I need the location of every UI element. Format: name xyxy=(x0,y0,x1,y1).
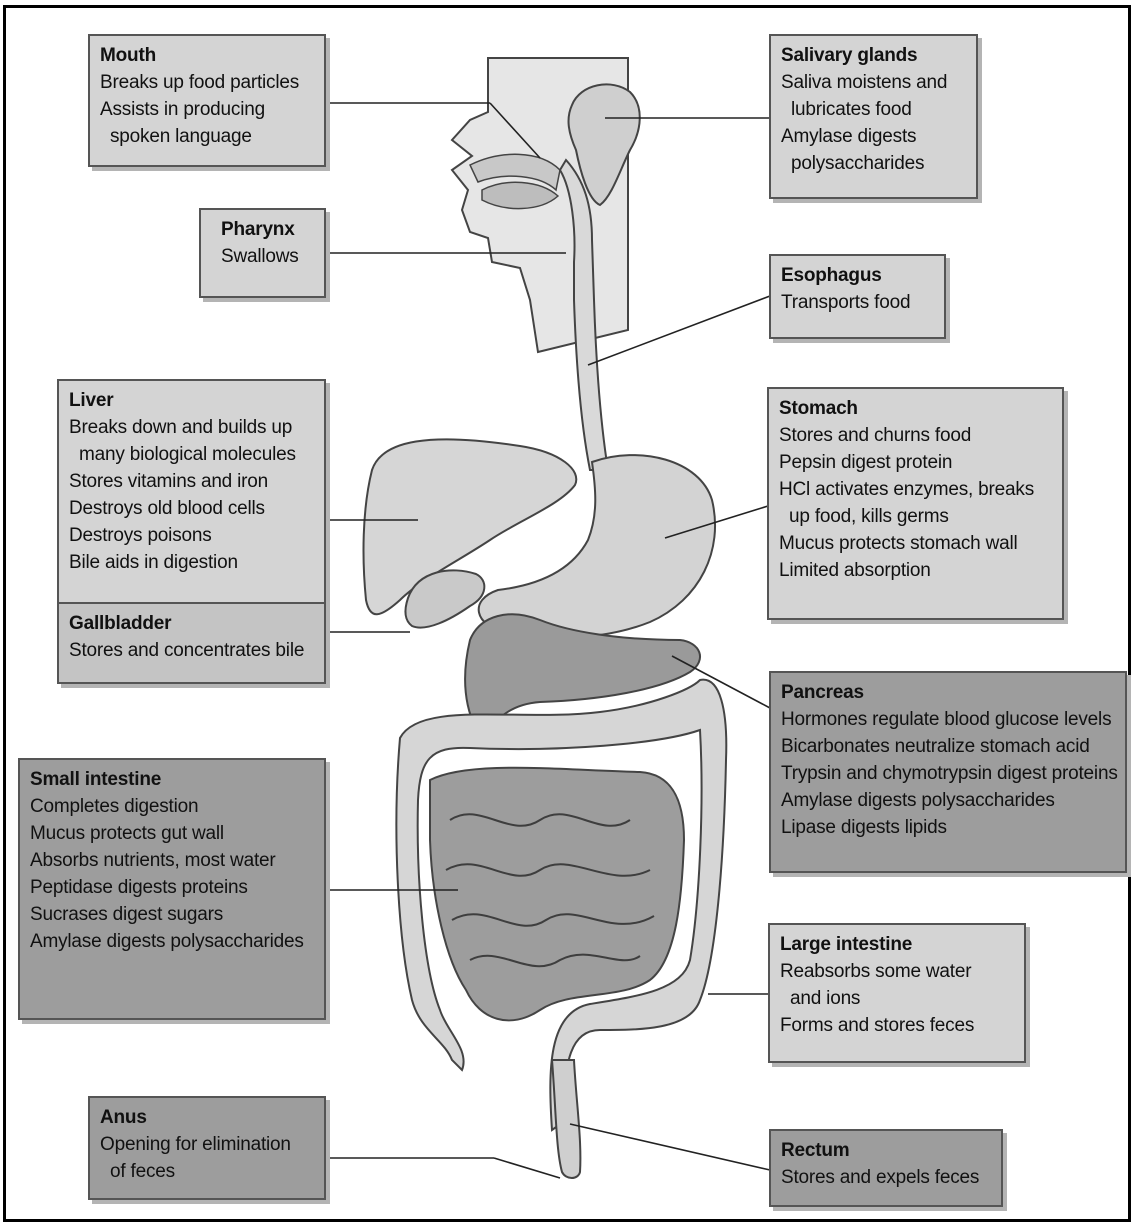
mouth-line: Breaks up food particles xyxy=(100,69,314,96)
rectum-label-box: Rectum Stores and expels feces xyxy=(769,1129,1003,1207)
anus-title: Anus xyxy=(100,1104,314,1131)
anus-line: of feces xyxy=(100,1158,314,1185)
stomach-line: up food, kills germs xyxy=(779,503,1052,530)
large-intestine-line: Reabsorbs some water xyxy=(780,958,1014,985)
liver-line: Bile aids in digestion xyxy=(69,549,314,576)
rectum-title: Rectum xyxy=(781,1137,991,1164)
small-intestine-title: Small intestine xyxy=(30,766,314,793)
salivary-line: Saliva moistens and xyxy=(781,69,966,96)
liver-label-box: Liver Breaks down and builds up many bio… xyxy=(57,379,326,605)
pancreas-line: Lipase digests lipids xyxy=(781,814,1115,841)
stomach-label-box: Stomach Stores and churns food Pepsin di… xyxy=(767,387,1064,620)
small-intestine-line: Completes digestion xyxy=(30,793,314,820)
small-intestine-label-box: Small intestine Completes digestion Mucu… xyxy=(18,758,326,1020)
stomach-title: Stomach xyxy=(779,395,1052,422)
liver-line: Stores vitamins and iron xyxy=(69,468,314,495)
mouth-label-box: Mouth Breaks up food particles Assists i… xyxy=(88,34,326,167)
esophagus-label-box: Esophagus Transports food xyxy=(769,254,946,339)
pancreas-line: Bicarbonates neutralize stomach acid xyxy=(781,733,1115,760)
salivary-line: Amylase digests xyxy=(781,123,966,150)
small-intestine-line: Mucus protects gut wall xyxy=(30,820,314,847)
stomach-line: Pepsin digest protein xyxy=(779,449,1052,476)
pancreas-label-box: Pancreas Hormones regulate blood glucose… xyxy=(769,671,1127,873)
salivary-line: lubricates food xyxy=(781,96,966,123)
rectum-shape xyxy=(552,1060,580,1178)
large-intestine-line: and ions xyxy=(780,985,1014,1012)
esophagus-title: Esophagus xyxy=(781,262,934,289)
salivary-glands-label-box: Salivary glands Saliva moistens and lubr… xyxy=(769,34,978,199)
small-intestine-shape xyxy=(430,768,684,1021)
small-intestine-line: Amylase digests polysaccharides xyxy=(30,928,314,955)
rectum-line: Stores and expels feces xyxy=(781,1164,991,1191)
large-intestine-title: Large intestine xyxy=(780,931,1014,958)
small-intestine-line: Absorbs nutrients, most water xyxy=(30,847,314,874)
stomach-line: Mucus protects stomach wall xyxy=(779,530,1052,557)
esophagus-line: Transports food xyxy=(781,289,934,316)
small-intestine-line: Sucrases digest sugars xyxy=(30,901,314,928)
rectum-leader xyxy=(570,1124,770,1170)
liver-line: Destroys old blood cells xyxy=(69,495,314,522)
large-intestine-label-box: Large intestine Reabsorbs some water and… xyxy=(768,923,1026,1063)
gallbladder-label-box: Gallbladder Stores and concentrates bile xyxy=(57,602,326,684)
anus-line: Opening for elimination xyxy=(100,1131,314,1158)
pancreas-line: Trypsin and chymotrypsin digest proteins xyxy=(781,760,1115,787)
pancreas-line: Hormones regulate blood glucose levels xyxy=(781,706,1115,733)
small-intestine-line: Peptidase digests proteins xyxy=(30,874,314,901)
pancreas-title: Pancreas xyxy=(781,679,1115,706)
mouth-title: Mouth xyxy=(100,42,314,69)
mouth-line: Assists in producing xyxy=(100,96,314,123)
pharynx-title: Pharynx xyxy=(221,216,314,243)
large-intestine-line: Forms and stores feces xyxy=(780,1012,1014,1039)
liver-line: many biological molecules xyxy=(69,441,314,468)
liver-line: Breaks down and builds up xyxy=(69,414,314,441)
anus-leader-2 xyxy=(494,1158,560,1178)
liver-line: Destroys poisons xyxy=(69,522,314,549)
salivary-title: Salivary glands xyxy=(781,42,966,69)
gallbladder-title: Gallbladder xyxy=(69,610,314,637)
salivary-line: polysaccharides xyxy=(781,150,966,177)
gallbladder-line: Stores and concentrates bile xyxy=(69,637,314,664)
liver-title: Liver xyxy=(69,387,314,414)
anus-label-box: Anus Opening for elimination of feces xyxy=(88,1096,326,1200)
stomach-line: HCl activates enzymes, breaks xyxy=(779,476,1052,503)
pancreas-line: Amylase digests polysaccharides xyxy=(781,787,1115,814)
mouth-line: spoken language xyxy=(100,123,314,150)
pharynx-label-box: Pharynx Swallows xyxy=(199,208,326,298)
stomach-line: Stores and churns food xyxy=(779,422,1052,449)
pharynx-line: Swallows xyxy=(221,243,314,270)
stomach-line: Limited absorption xyxy=(779,557,1052,584)
